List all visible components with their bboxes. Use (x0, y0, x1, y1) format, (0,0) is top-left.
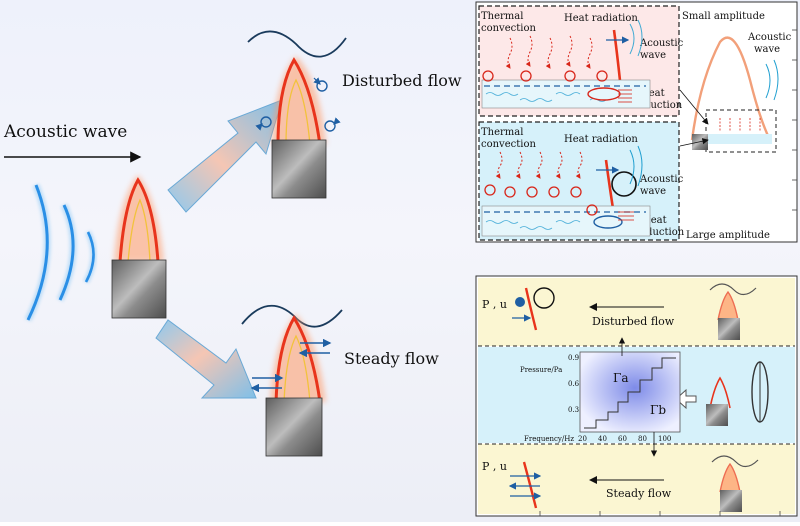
pink-thermal-convection-1: Thermal (481, 11, 523, 22)
inset-xtick-3: 80 (638, 435, 647, 443)
inset-xtick-1: 40 (598, 435, 607, 443)
cyan-thermal-convection-2: convection (481, 139, 536, 150)
pink-heat-conduction-2: conduction (626, 100, 683, 111)
cyan-heat-radiation: Heat radiation (564, 134, 638, 145)
inset-gamma-b: Γb (650, 403, 666, 417)
pink-acoustic-wave-1: Acoustic (639, 38, 684, 49)
cyan-thermal-convection-1: Thermal (481, 127, 523, 138)
small-amplitude-label: Small amplitude (682, 11, 765, 22)
center-flame (114, 175, 164, 263)
pink-heat-radiation: Heat radiation (564, 13, 638, 24)
inset-ytick-0: 0.9 (568, 354, 579, 362)
big-arrow-down (155, 319, 257, 399)
acoustic-wave-arcs (24, 183, 97, 322)
inset-xtick-4: 100 (658, 435, 671, 443)
bottom-axis-ticks (539, 511, 781, 516)
cyan-acoustic-wave-2: wave (640, 186, 666, 197)
steady-band (478, 444, 795, 514)
inset-chart: Pressure/Pa Frequency/Hz Γa Γb 0.9 0.6 0… (520, 337, 681, 457)
acoustic-wave-label: Acoustic wave (3, 122, 127, 142)
disturbed-vortices (255, 77, 341, 132)
zoom-box (705, 109, 777, 153)
pink-thermal-convection-2: convection (481, 23, 536, 34)
disturbed-flame (272, 56, 326, 146)
disturbed-burner (271, 139, 327, 199)
cyan-convection-arrows (495, 151, 583, 179)
inset-ylabel: Pressure/Pa (520, 366, 562, 374)
steady-flame (270, 314, 326, 403)
inset-xtick-0: 20 (578, 435, 587, 443)
right-acoustic-wave-1: Acoustic (747, 32, 792, 43)
disturbed-pressure-wave (247, 30, 347, 58)
inset-xlabel: Frequency/Hz (524, 435, 574, 443)
pink-convection-arrows (505, 35, 593, 69)
disturbed-flow-label: Disturbed flow (342, 71, 462, 90)
center-burner (111, 259, 167, 319)
steady-flow-label: Steady flow (344, 349, 439, 368)
inset-xtick-2: 60 (618, 435, 627, 443)
cyan-acoustic-wave-1: Acoustic (639, 174, 684, 185)
pink-acoustic-wave-2: wave (640, 50, 666, 61)
left-panel: Acoustic wave (3, 30, 462, 457)
inset-ytick-2: 0.3 (568, 406, 579, 414)
right-axis-ticks (792, 29, 797, 211)
right-acoustic-wave-2: wave (754, 44, 780, 55)
bottom-disturbed-flow-label: Disturbed flow (592, 315, 675, 328)
steady-flow-arrows (250, 338, 332, 393)
large-amplitude-label: Large amplitude (686, 230, 770, 241)
bottom-steady-flow-label: Steady flow (606, 487, 672, 500)
top-pu-label: P , u (482, 298, 507, 311)
inset-gamma-a: Γa (613, 371, 628, 385)
inset-ytick-1: 0.6 (568, 380, 580, 388)
bottom-right-panel: P , u Disturbed flow Pressure/Pa Frequen… (475, 275, 798, 517)
pink-heat-conduction-1: Heat (640, 88, 665, 99)
cyan-heat-conduction-1: Heat (642, 215, 667, 226)
bottom-pu-label: P , u (482, 460, 507, 473)
top-right-panel: Thermal convection Heat radiation Acoust… (475, 1, 798, 243)
cyan-heat-conduction-2: conduction (628, 227, 685, 238)
steady-burner (265, 397, 323, 457)
